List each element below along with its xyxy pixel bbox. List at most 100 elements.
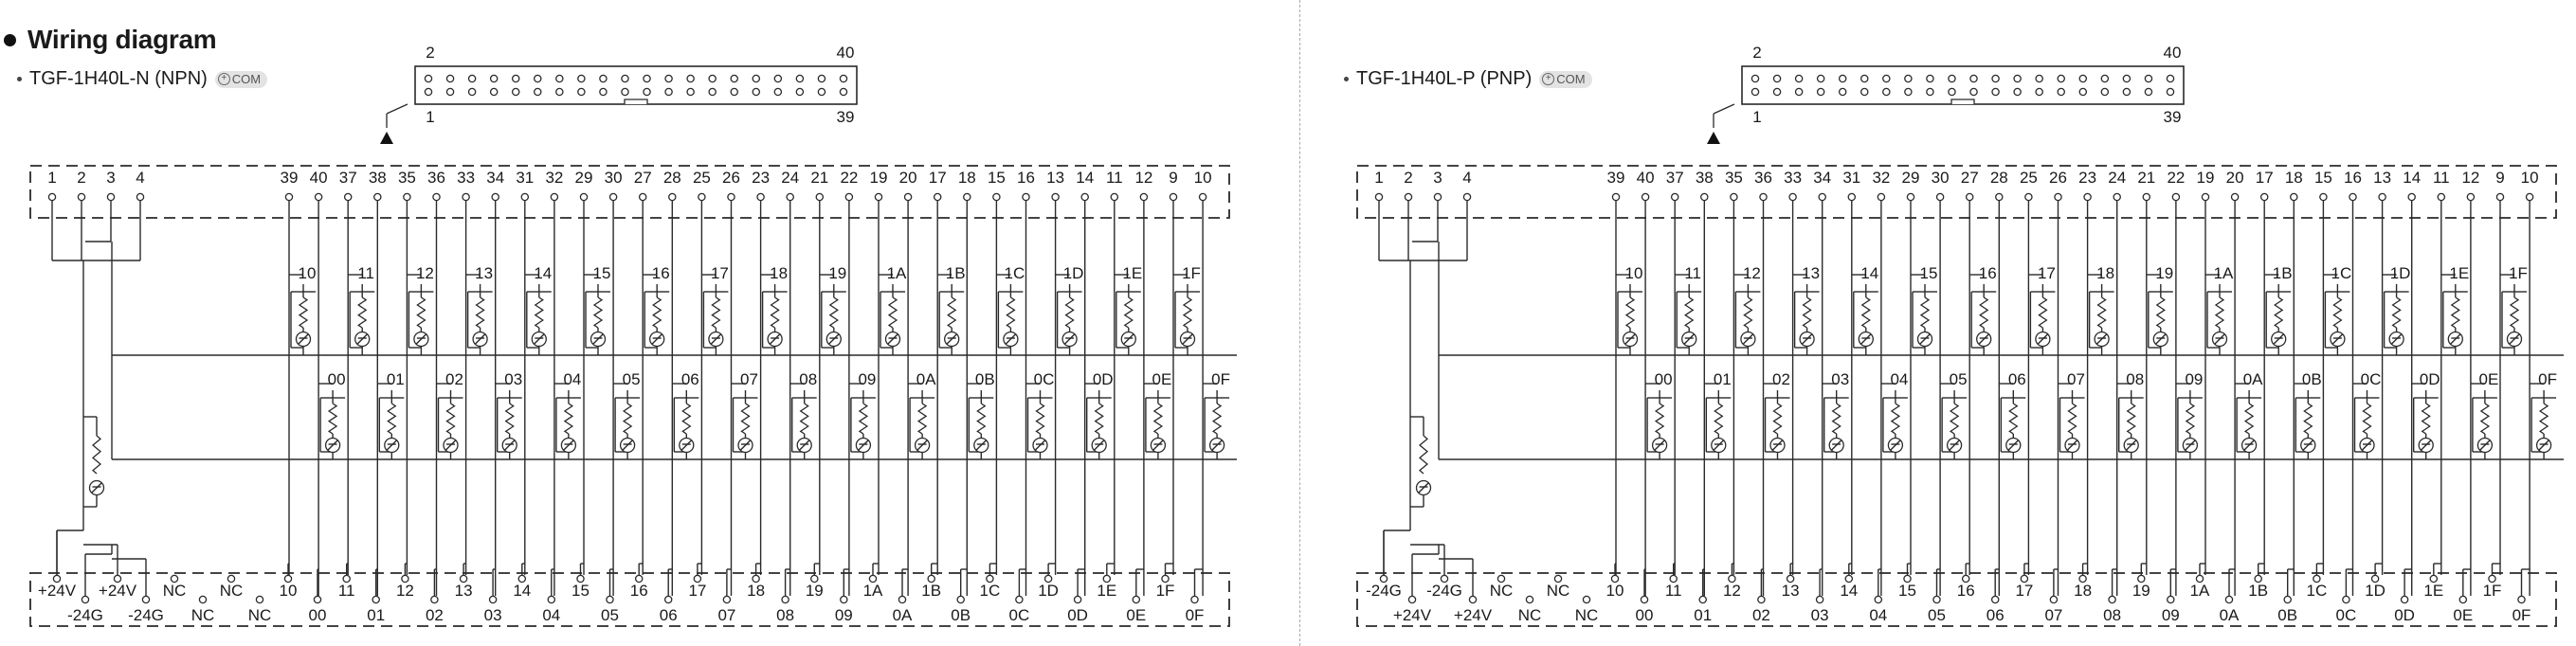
terminal-icon	[511, 87, 520, 97]
channel-label: 0D	[1093, 370, 1114, 388]
resistor-icon	[858, 403, 869, 435]
terminal-icon	[255, 595, 264, 604]
channel-label: 05	[623, 370, 641, 388]
terminal-icon	[1995, 192, 2004, 202]
terminal-icon	[2013, 74, 2022, 83]
bottom-terminal-label: 02	[426, 606, 444, 624]
top-terminal-label: 11	[1106, 169, 1123, 187]
led-icon	[1211, 440, 1223, 451]
terminal-icon	[2122, 87, 2132, 97]
terminal-icon	[608, 192, 618, 202]
resistor-icon	[1211, 403, 1223, 435]
terminal-icon	[1080, 192, 1089, 202]
resistor-icon	[652, 296, 662, 329]
led-icon	[1094, 440, 1105, 451]
terminal-icon	[1903, 574, 1912, 583]
top-terminal-label: 21	[2137, 169, 2155, 187]
channel-label: 0F	[1211, 370, 1230, 388]
com-badge: + COM	[1539, 70, 1592, 88]
resistor-icon	[1743, 296, 1753, 329]
resistor-icon	[2155, 296, 2166, 329]
bottom-terminal-block	[1356, 572, 2557, 627]
bullet-icon	[17, 77, 22, 81]
channel-label: 0E	[1152, 370, 1172, 388]
led-icon	[1860, 333, 1872, 345]
terminal-icon	[577, 87, 586, 97]
top-terminal-label: 38	[369, 169, 387, 187]
terminal-icon	[555, 87, 564, 97]
top-terminal-label: 27	[634, 169, 652, 187]
top-terminal-label: 39	[1607, 169, 1625, 187]
terminal-icon	[2142, 192, 2151, 202]
top-terminal-label: 40	[310, 169, 328, 187]
terminal-icon	[2113, 192, 2121, 202]
terminal-icon	[2349, 192, 2357, 202]
terminal-icon	[106, 192, 116, 202]
channel-label: 07	[2067, 370, 2085, 388]
channel-label: 14	[1860, 264, 1878, 282]
top-terminal-label: 37	[1666, 169, 1684, 187]
bottom-terminal-label: 01	[367, 606, 385, 624]
terminal-icon	[550, 192, 559, 202]
terminal-icon	[401, 574, 409, 583]
bottom-terminal-label: 11	[1665, 582, 1682, 600]
terminal-icon	[1935, 192, 1945, 202]
top-terminal-label: 33	[1784, 169, 1802, 187]
top-terminal-label: 32	[1872, 169, 1890, 187]
top-terminal-label: 18	[958, 169, 976, 187]
resistor-icon	[2274, 296, 2284, 329]
terminal-icon	[840, 595, 848, 604]
bottom-terminal-label: NC	[1547, 582, 1570, 600]
bottom-terminal-label: 1D	[2365, 582, 2386, 600]
bottom-terminal-label: 0E	[2453, 606, 2473, 624]
terminal-icon	[2342, 595, 2350, 604]
terminal-icon	[817, 87, 826, 97]
resistor-icon	[1802, 296, 1812, 329]
top-terminal-label: 34	[486, 169, 504, 187]
terminal-icon	[489, 74, 499, 83]
top-terminal-label: 16	[1017, 169, 1035, 187]
bottom-terminal-label: 14	[1840, 582, 1858, 600]
terminal-icon	[2078, 87, 2088, 97]
resistor-icon	[1860, 296, 1871, 329]
terminal-icon	[2224, 595, 2234, 604]
resistor-icon	[770, 296, 780, 329]
top-terminal-label: 15	[2314, 169, 2332, 187]
terminal-icon	[1751, 74, 1760, 83]
channel-label: 0E	[2479, 370, 2499, 388]
led-icon	[356, 333, 368, 345]
terminal-icon	[1759, 192, 1768, 202]
resistor-icon	[1919, 296, 1931, 329]
terminal-icon	[1991, 87, 2000, 97]
bottom-terminal-label: 0B	[2277, 606, 2297, 624]
led-icon	[1182, 333, 1193, 345]
bottom-terminal-label: 0B	[951, 606, 971, 624]
terminal-icon	[2495, 192, 2505, 202]
terminal-icon	[708, 87, 717, 97]
terminal-icon	[898, 595, 907, 604]
com-badge-label: COM	[1556, 71, 1586, 86]
terminal-icon	[467, 74, 477, 83]
bottom-terminal-label: NC	[1518, 606, 1542, 624]
terminal-icon	[2035, 74, 2043, 83]
top-terminal-label: 35	[398, 169, 416, 187]
terminal-icon	[1786, 574, 1795, 583]
page-title: Wiring diagram	[4, 25, 217, 55]
terminal-icon	[47, 192, 57, 202]
top-terminal-label: 24	[2108, 169, 2126, 187]
bottom-terminal-label: 15	[571, 582, 590, 600]
terminal-icon	[2319, 192, 2328, 202]
bottom-terminal-label: NC	[248, 606, 272, 624]
bottom-terminal-label: 12	[396, 582, 414, 600]
channel-label: 0F	[2538, 370, 2557, 388]
bottom-terminal-label: 04	[542, 606, 560, 624]
terminal-icon	[1794, 74, 1804, 83]
top-terminal-label: 2	[77, 169, 85, 187]
terminal-icon	[462, 192, 470, 202]
bottom-terminal-label: NC	[163, 582, 187, 600]
bottom-terminal-label: 16	[630, 582, 648, 600]
led-icon	[858, 440, 869, 451]
terminal-icon	[2171, 192, 2181, 202]
channel-label: 09	[2185, 370, 2203, 388]
resistor-icon	[327, 403, 338, 435]
